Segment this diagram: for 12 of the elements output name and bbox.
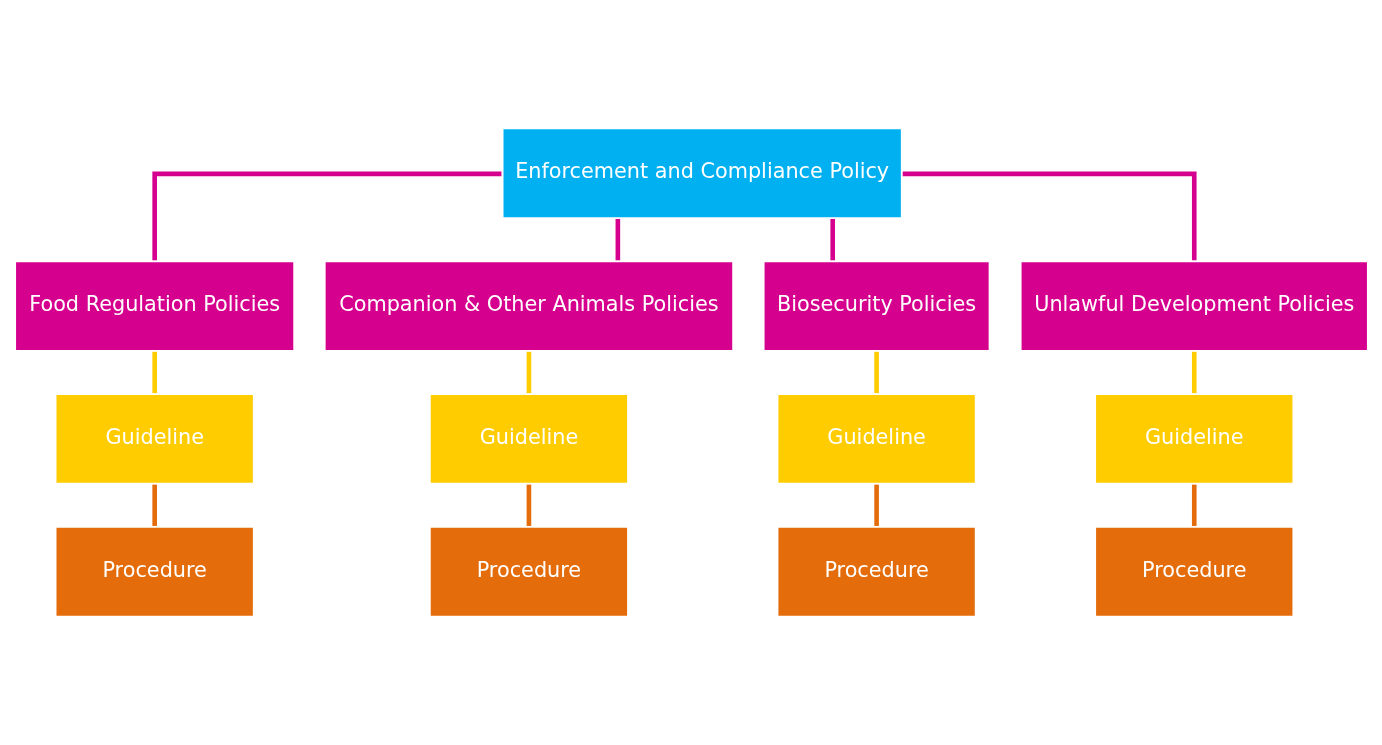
connector [615, 218, 620, 261]
connector [151, 484, 157, 526]
connector [873, 351, 879, 394]
connector [151, 351, 157, 394]
connector [526, 484, 531, 526]
connector [902, 171, 1197, 261]
connector [151, 171, 501, 261]
connector [1191, 351, 1197, 394]
connector [829, 218, 835, 261]
connector [526, 351, 531, 394]
connector [1191, 484, 1197, 526]
connector [873, 484, 879, 526]
